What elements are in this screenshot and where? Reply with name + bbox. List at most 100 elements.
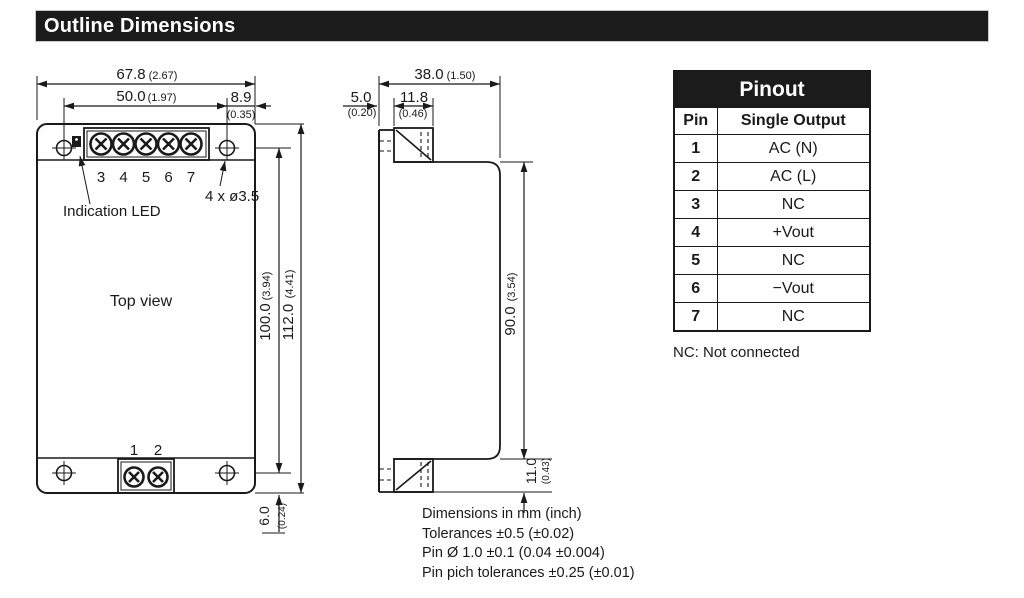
- pin-number: 4: [673, 218, 718, 247]
- top-terminal-block: [83, 127, 210, 161]
- dim-depth: 38.0 (1.50): [378, 66, 501, 158]
- pinout-col-output: Single Output: [716, 106, 871, 135]
- screw-terminal-icons-top: [89, 132, 203, 156]
- pin-function: NC: [716, 246, 871, 275]
- top-view-drawing: 3 4 5 6 7 1 2 Indication LED 4 x ø3.5 To…: [36, 66, 305, 534]
- mounting-hole-icon: [215, 461, 239, 485]
- terminal-label: 1: [130, 442, 138, 459]
- pin-function: −Vout: [716, 274, 871, 303]
- dim-inch: (4.41): [284, 270, 296, 299]
- indication-led-label: Indication LED: [63, 203, 161, 220]
- led-leader-line: [78, 155, 91, 205]
- body-outline: [394, 161, 501, 460]
- screw-terminal-icon: [89, 132, 113, 156]
- pin-function: +Vout: [716, 218, 871, 247]
- terminal-labels-top: 3 4 5 6 7: [97, 169, 195, 186]
- dim-inch: (0.46): [399, 108, 428, 120]
- mounting-hole-icon: [52, 136, 76, 160]
- section-title: Outline Dimensions: [44, 15, 236, 37]
- nc-footnote: NC: Not connected: [673, 344, 800, 361]
- pin-number: 3: [673, 190, 718, 219]
- pin-function: AC (N): [716, 134, 871, 163]
- dim-terminal-height: 11.0 (0.43): [433, 458, 552, 513]
- dim-inch: (3.54): [506, 273, 518, 302]
- terminal-labels-bottom: 1 2: [130, 442, 162, 459]
- side-bottom-terminal-block: [380, 458, 434, 493]
- dim-mm: 5.0: [351, 89, 372, 106]
- dim-inch: (0.20): [348, 107, 377, 119]
- dim-height: 112.0 (4.41): [280, 124, 305, 493]
- mounting-hole-icon: [52, 461, 76, 485]
- dim-flange: 6.0 (0.24): [256, 495, 288, 534]
- dim-edge-offset: 8.9 (0.35): [227, 89, 271, 121]
- dim-mm: 67.8: [116, 66, 145, 83]
- pinout-title: Pinout: [673, 70, 871, 106]
- table-row: 6−Vout: [673, 274, 871, 303]
- dim-width: 67.8 (2.67): [36, 66, 256, 124]
- terminal-label: 6: [164, 169, 172, 186]
- section-title-bar: Outline Dimensions: [35, 10, 989, 42]
- screw-terminal-icon: [123, 466, 145, 488]
- pin-function: NC: [716, 302, 871, 332]
- pin-function: NC: [716, 190, 871, 219]
- screw-terminal-icon: [134, 132, 158, 156]
- dim-mm: 11.8: [400, 89, 428, 106]
- dim-flange-thickness: 5.0 (0.20): [343, 89, 377, 119]
- screw-terminal-icon: [179, 132, 203, 156]
- dim-body-height: 90.0 (3.54): [500, 161, 552, 460]
- dim-mm: 6.0: [256, 506, 272, 526]
- dim-mm: 38.0: [414, 66, 443, 83]
- drawing-notes: Dimensions in mm (inch) Tolerances ±0.5 …: [422, 505, 635, 583]
- terminal-label: 3: [97, 169, 105, 186]
- terminal-label: 2: [154, 442, 162, 459]
- dim-mm: 8.9: [231, 89, 252, 106]
- screw-terminal-icon: [111, 132, 136, 156]
- note-line: Pin pich tolerances ±0.25 (±0.01): [422, 564, 635, 581]
- pin-function: AC (L): [716, 162, 871, 191]
- table-row: 4+Vout: [673, 218, 871, 247]
- terminal-label: 4: [119, 169, 127, 186]
- bottom-terminal-block: [117, 458, 175, 494]
- dim-inch: (1.97): [148, 92, 177, 104]
- note-line: Dimensions in mm (inch): [422, 506, 582, 522]
- pin-number: 7: [673, 302, 718, 332]
- dim-mm: 112.0: [280, 304, 297, 340]
- note-line: Tolerances ±0.5 (±0.02): [422, 525, 575, 542]
- screw-terminal-icon: [147, 466, 169, 488]
- pin-number: 2: [673, 162, 718, 191]
- mounting-holes-label: 4 x ø3.5: [205, 188, 259, 205]
- dim-inch: (0.43): [541, 458, 552, 484]
- top-view-label: Top view: [110, 293, 173, 310]
- pin-number: 1: [673, 134, 718, 163]
- dim-inch: (0.35): [227, 109, 256, 121]
- dim-hole-span-vertical: 100.0 (3.94): [257, 148, 283, 473]
- pin-number: 5: [673, 246, 718, 275]
- side-top-terminal-block: [380, 127, 434, 163]
- terminal-label: 7: [187, 169, 195, 186]
- dim-mm: 90.0: [502, 306, 519, 335]
- dim-inch: (2.67): [149, 70, 178, 82]
- dim-hole-span: 50.0 (1.97): [63, 88, 228, 136]
- terminal-label: 5: [142, 169, 150, 186]
- dim-mm: 50.0: [116, 88, 145, 105]
- pin-number: 6: [673, 274, 718, 303]
- note-line: Pin Ø 1.0 ±0.1 (0.04 ±0.004): [422, 545, 605, 561]
- side-view-drawing: 38.0 (1.50) 5.0 (0.20) 11.8 (0.46): [343, 66, 552, 513]
- mounting-hole-icon: [215, 136, 239, 160]
- dim-terminal-depth: 11.8 (0.46): [393, 89, 434, 126]
- dim-mm: 100.0: [257, 303, 274, 341]
- dim-inch: (1.50): [447, 70, 476, 82]
- pinout-col-pin: Pin: [673, 106, 718, 135]
- indication-led-icon: [72, 136, 81, 147]
- holes-leader-line: [219, 160, 227, 187]
- screw-terminal-icon: [156, 132, 181, 156]
- dim-mm: 11.0: [523, 458, 539, 484]
